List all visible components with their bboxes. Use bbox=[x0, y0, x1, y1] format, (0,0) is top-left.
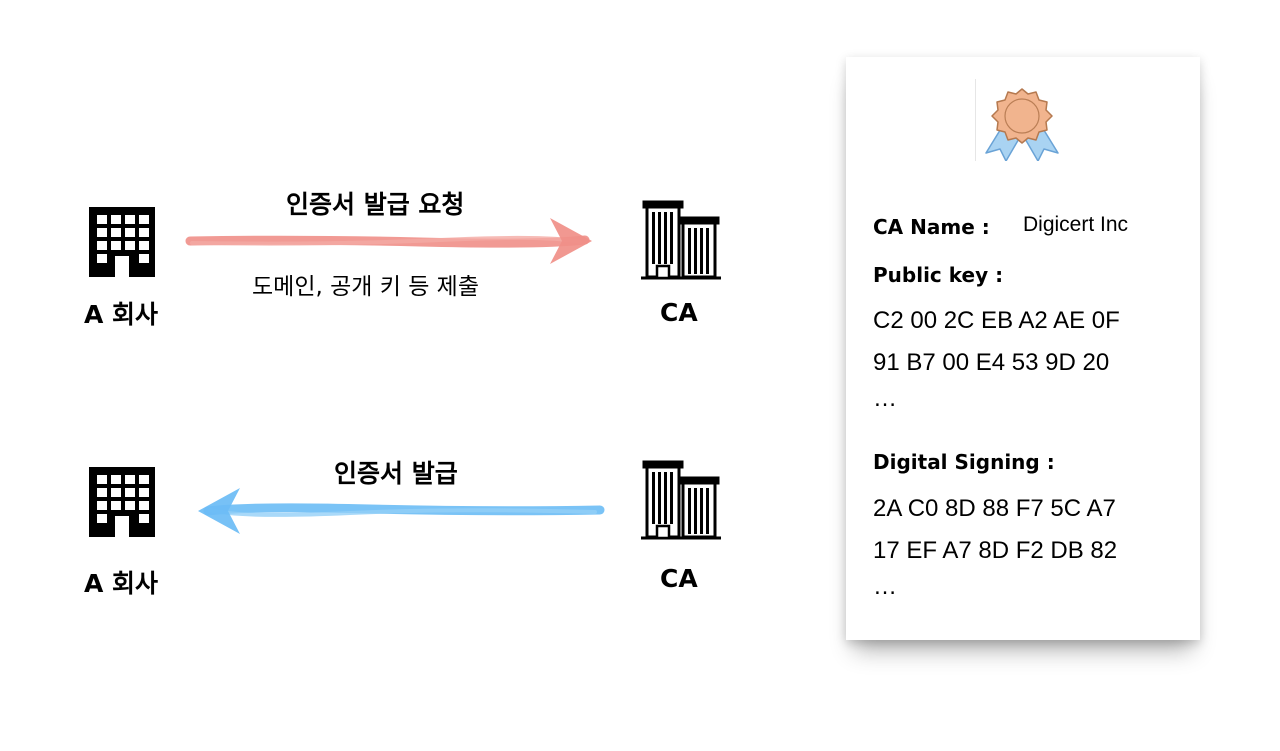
digital-signing-ellipsis: … bbox=[873, 573, 897, 600]
request-arrow-head bbox=[550, 218, 592, 264]
ca-building-icon-top bbox=[640, 200, 722, 286]
ca-label-bottom: CA bbox=[660, 564, 698, 593]
digital-signing-line-1: 2A C0 8D 88 F7 5C A7 bbox=[873, 495, 1116, 522]
ca-label-top: CA bbox=[660, 298, 698, 327]
public-key-line-1: C2 00 2C EB A2 AE 0F bbox=[873, 307, 1120, 334]
public-key-ellipsis: … bbox=[873, 385, 897, 412]
certificate-icon-divider bbox=[975, 79, 976, 161]
request-arrow bbox=[185, 218, 592, 264]
company-a-label-bottom: A 회사 bbox=[84, 569, 159, 598]
company-a-label-top: A 회사 bbox=[84, 300, 159, 329]
company-a-building-icon-top bbox=[88, 206, 156, 282]
company-a-building-icon-bottom bbox=[88, 466, 156, 542]
issue-arrow-title: 인증서 발급 bbox=[334, 459, 458, 488]
issue-arrow-head bbox=[198, 488, 240, 534]
public-key-line-2: 91 B7 00 E4 53 9D 20 bbox=[873, 349, 1110, 376]
ca-name-label: CA Name : bbox=[873, 215, 990, 239]
issue-arrow bbox=[198, 488, 605, 534]
digital-signing-label: Digital Signing : bbox=[873, 450, 1055, 474]
award-ribbon-icon bbox=[980, 85, 1064, 165]
issue-arrow-shaft-texture bbox=[208, 508, 597, 517]
ca-name-value: Digicert Inc bbox=[1023, 213, 1129, 236]
public-key-label: Public key : bbox=[873, 263, 1004, 287]
request-arrow-shaft-texture bbox=[190, 235, 582, 246]
certificate-card: CA Name : Digicert Inc Public key : C2 0… bbox=[846, 57, 1200, 640]
request-arrow-subtitle: 도메인, 공개 키 등 제출 bbox=[252, 274, 479, 300]
ca-building-icon-bottom bbox=[640, 460, 722, 546]
request-arrow-title: 인증서 발급 요청 bbox=[286, 190, 465, 219]
digital-signing-line-2: 17 EF A7 8D F2 DB 82 bbox=[873, 537, 1118, 564]
